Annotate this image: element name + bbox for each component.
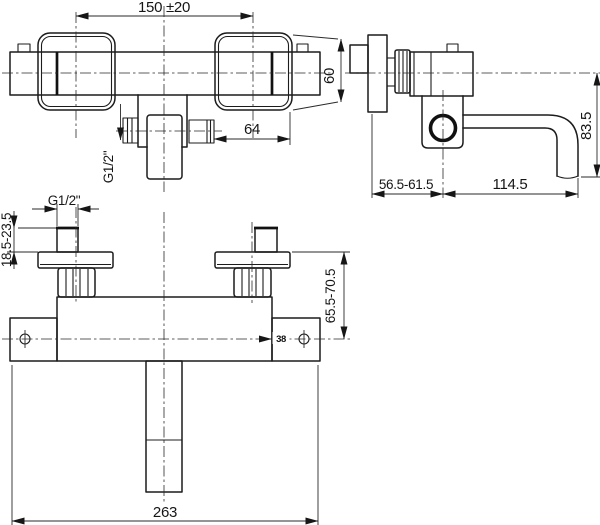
right-escutcheon [214,32,293,111]
wall-flange [367,34,388,113]
valve-body [409,51,474,97]
right-escutcheon-inner [217,35,290,108]
handle-block [421,95,464,149]
right-inlet-knob [188,119,215,144]
ext-line-60-top [292,34,339,40]
side-view: 60 83.5 56.5-61.5 114.5 [292,34,600,198]
dim-655-label: 65.5-70.5 [323,269,338,323]
dim-114-label: 114.5 [493,176,528,193]
dim-263-label: 263 [153,504,177,521]
dim-38-backing [272,332,290,344]
left-escutcheon-inner [40,35,113,108]
ext-line-60-bottom [292,101,339,111]
left-button [17,43,31,53]
dim-64-label: 64 [244,121,260,138]
spout-inner [462,127,558,177]
dim-185-label: 18.5-23.5 [0,213,14,267]
dim-83-label: 83.5 [578,112,595,140]
housing-left-edge [137,94,148,148]
front-thread-label: G1/2" [101,150,116,183]
front-view: 150 ±20 64 G1/2" [2,0,332,192]
mixer-bar [9,51,321,96]
dim-60-label: 60 [321,68,338,84]
dim-56-label: 56.5-61.5 [379,177,433,192]
left-wall-plate [9,317,58,362]
left-escutcheon [37,32,116,111]
spout-outer [462,114,579,177]
housing-right-edge [181,94,188,148]
plan-thread-label: G1/2" [48,193,81,208]
spout-end [556,175,579,179]
right-button [296,43,309,53]
right-wall-plate [271,317,321,362]
dim-38-label: 38 [276,334,286,345]
dim-center-distance-label: 150 ±20 [138,0,190,16]
side-button [446,43,459,53]
temperature-handle [146,114,183,180]
plan-view: G1/2" 18.5-23.5 65.5-70.5 38 263 [0,193,352,525]
